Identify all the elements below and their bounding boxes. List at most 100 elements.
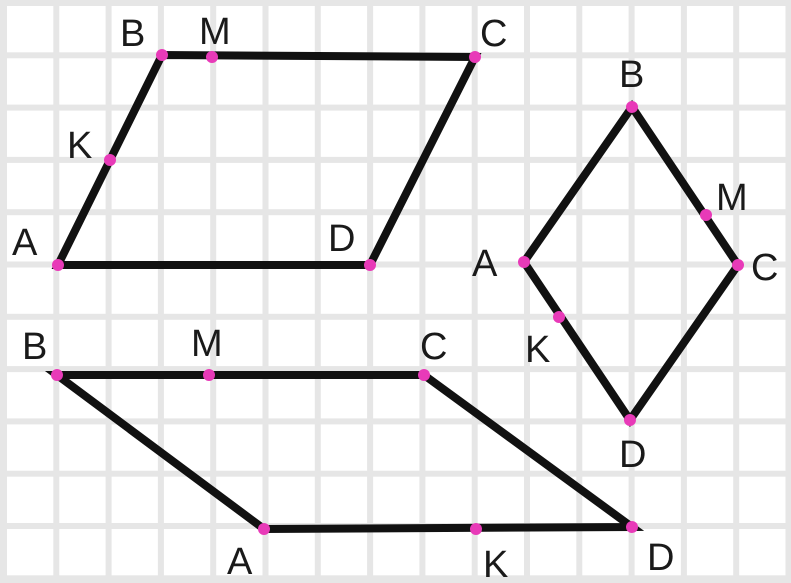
rhombus-right-vertex-d: [624, 414, 636, 426]
grid-cell: [739, 215, 786, 262]
parallelogram-bottom-vertex-a: [258, 523, 270, 535]
grid-cell: [582, 424, 629, 471]
rhombus-right-vertex-c: [732, 259, 744, 271]
grid-cell: [373, 319, 420, 367]
grid-cell: [739, 319, 786, 367]
grid-cell: [320, 162, 368, 210]
rhombus-right-label-b: B: [619, 54, 644, 96]
grid-cell: [425, 215, 472, 262]
grid-cell: [7, 162, 54, 210]
parallelogram-bottom-label-c: C: [420, 326, 447, 368]
grid-cell: [268, 162, 315, 210]
grid-cell: [477, 529, 524, 576]
parallelogram-top: A B C D K M: [12, 11, 507, 271]
grid-cell: [111, 476, 158, 523]
parallelogram-bottom-point-k: [470, 523, 482, 535]
grid-cell: [686, 476, 734, 523]
grid-cell: [425, 319, 472, 367]
grid-cell: [268, 476, 315, 523]
grid-cell: [216, 424, 263, 471]
grid-cell: [477, 267, 524, 314]
grid-cell: [634, 215, 681, 262]
grid-cells: [7, 6, 786, 576]
grid-cell: [216, 319, 263, 367]
grid-cell: [216, 110, 263, 157]
grid-cell: [163, 6, 211, 53]
grid-cell: [216, 267, 263, 314]
grid-cell: [320, 319, 368, 367]
grid-cell: [7, 476, 54, 523]
grid-cell: [268, 424, 315, 471]
parallelogram-top-vertex-a: [52, 259, 64, 271]
grid-cell: [686, 372, 734, 419]
grid-cell: [530, 6, 577, 53]
grid-cell: [216, 529, 263, 576]
grid-cell: [530, 110, 577, 157]
grid-cell: [477, 215, 524, 262]
grid-cell: [425, 6, 472, 53]
grid-cell: [216, 58, 263, 105]
rhombus-right-vertex-b: [626, 101, 638, 113]
grid-cell: [111, 267, 158, 314]
grid-cell: [268, 372, 315, 419]
parallelogram-top-label-m: M: [199, 11, 231, 53]
grid-cell: [582, 529, 629, 576]
grid-cell: [111, 529, 158, 576]
grid-cell: [582, 267, 629, 314]
grid-cell: [111, 319, 158, 367]
grid-cell: [634, 267, 681, 314]
parallelogram-bottom-vertex-b: [51, 369, 63, 381]
grid-cell: [530, 424, 577, 471]
rhombus-right: A B C D K M: [472, 54, 778, 476]
grid-cell: [739, 162, 786, 210]
grid-cell: [7, 267, 54, 314]
grid-cell: [739, 372, 786, 419]
grid-cell: [634, 58, 681, 105]
grid-cell: [216, 215, 263, 262]
grid-cell: [582, 58, 629, 105]
grid-cell: [7, 319, 54, 367]
rhombus-right-point-k: [553, 311, 565, 323]
grid-cell: [739, 476, 786, 523]
grid-cell: [59, 529, 106, 576]
parallelogram-bottom-point-m: [203, 369, 215, 381]
grid-cell: [425, 424, 472, 471]
grid-cell: [686, 424, 734, 471]
grid-cell: [163, 215, 211, 262]
grid-cell: [373, 424, 420, 471]
grid-cell: [59, 6, 106, 53]
grid-cell: [530, 372, 577, 419]
grid-cell: [320, 110, 368, 157]
grid-cell: [216, 6, 263, 53]
grid-cell: [739, 110, 786, 157]
grid-cell: [320, 267, 368, 314]
grid-cell: [686, 529, 734, 576]
grid-cell: [373, 476, 420, 523]
grid-cell: [320, 476, 368, 523]
parallelogram-top-label-c: C: [480, 13, 507, 55]
grid-cell: [634, 529, 681, 576]
grid-cell: [530, 58, 577, 105]
rhombus-right-label-a: A: [472, 243, 498, 285]
grid-cell: [7, 6, 54, 53]
grid-cell: [477, 110, 524, 157]
parallelogram-bottom-label-b: B: [22, 326, 47, 368]
parallelogram-top-label-d: D: [328, 218, 355, 260]
grid-cell: [477, 372, 524, 419]
grid-cell: [425, 267, 472, 314]
grid-cell: [582, 6, 629, 53]
grid-cell: [425, 476, 472, 523]
grid-cell: [216, 372, 263, 419]
rhombus-right-label-d: D: [619, 434, 646, 476]
grid-cell: [477, 58, 524, 105]
grid-cell: [163, 529, 211, 576]
grid-cell: [634, 424, 681, 471]
grid-cell: [739, 6, 786, 53]
grid-cell: [216, 162, 263, 210]
parallelogram-bottom-vertex-c: [418, 369, 430, 381]
grid-cell: [739, 529, 786, 576]
grid-cell: [59, 424, 106, 471]
grid-cell: [163, 110, 211, 157]
grid-cell: [111, 215, 158, 262]
